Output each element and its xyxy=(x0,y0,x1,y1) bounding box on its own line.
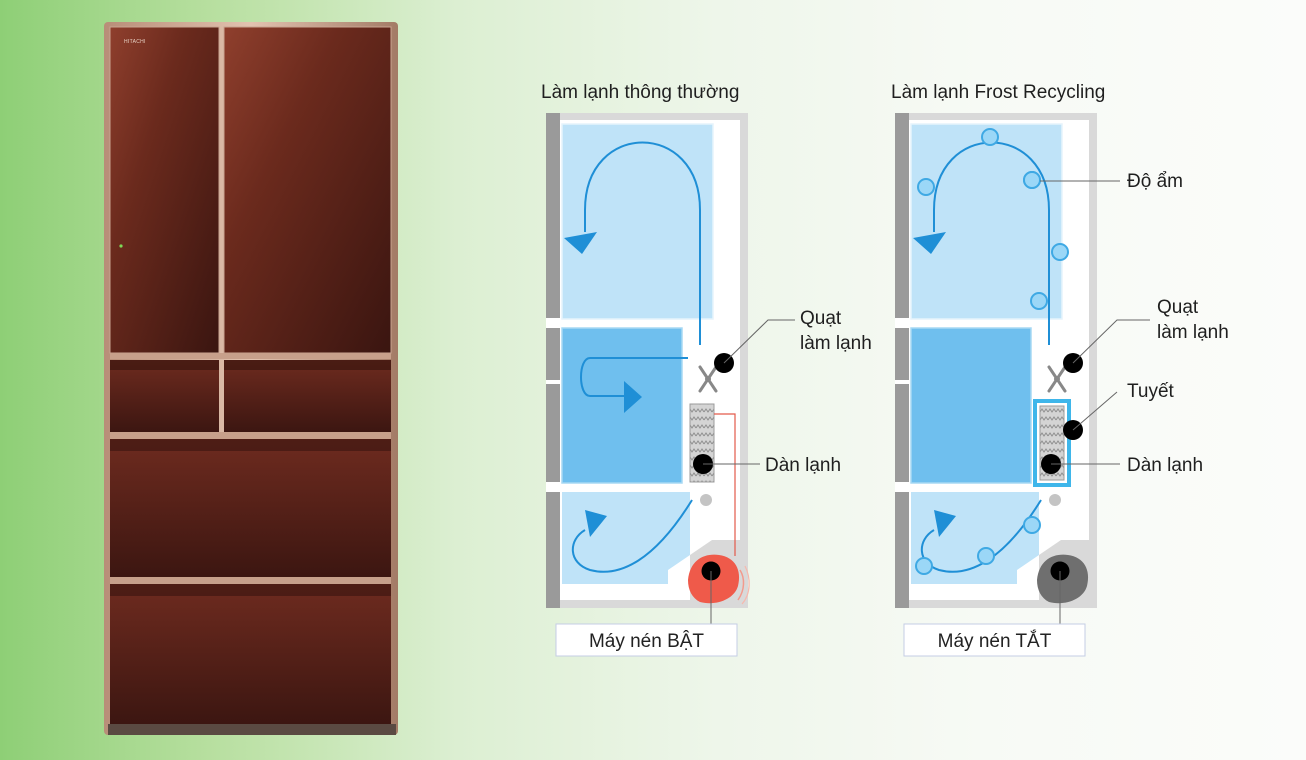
drain-dot xyxy=(1049,494,1061,506)
refrigerator-photo: HITACHI xyxy=(104,22,398,735)
moisture-droplet-icon xyxy=(1051,243,1069,261)
fridge-brand-logo: HITACHI xyxy=(124,39,146,45)
compressor-on-label: Máy nén BẬT xyxy=(589,630,704,652)
snow-label: Tuyết xyxy=(1127,381,1175,402)
right-small-drawer xyxy=(224,360,391,432)
left-door xyxy=(110,27,219,353)
middle-drawer xyxy=(110,439,391,577)
moisture-label: Độ ẩm xyxy=(1127,171,1183,192)
normal-fan-label-line1: Quạt xyxy=(800,308,842,329)
vegetable-airflow-arrow xyxy=(571,499,693,573)
refrigerant-pipe xyxy=(714,413,736,556)
drain-dot xyxy=(700,494,712,506)
moisture-droplet-icon xyxy=(1030,292,1048,310)
frost-evaporator-label: Dàn lạnh xyxy=(1127,455,1203,476)
right-door xyxy=(224,27,391,353)
vegetable-airflow-arrow xyxy=(920,499,1042,573)
frost-fan-label-line1: Quạt xyxy=(1157,297,1199,318)
bottom-drawer xyxy=(110,584,391,724)
cooling-fan-icon xyxy=(1047,365,1067,393)
frost-recycling-diagram: Làm lạnh Frost Recycling xyxy=(891,82,1229,657)
compressor-on-box xyxy=(555,623,738,657)
normal-fan-label-line2: làm lạnh xyxy=(800,333,872,354)
fridge-airflow-arrow xyxy=(584,141,701,345)
fridge-compartment xyxy=(562,124,713,319)
moisture-droplet-icon xyxy=(1023,516,1041,534)
cooling-fan-icon xyxy=(698,365,718,393)
freezer-airflow-arrow xyxy=(580,357,688,397)
moisture-marker-dot xyxy=(1023,171,1041,189)
freezer-compartment xyxy=(911,328,1031,483)
frost-fan-label-line2: làm lạnh xyxy=(1157,322,1229,343)
compressor-off-label: Máy nén TẮT xyxy=(938,630,1052,652)
left-small-drawer xyxy=(110,360,219,432)
normal-evaporator-label: Dàn lạnh xyxy=(765,455,841,476)
moisture-droplet-icon xyxy=(981,128,999,146)
frost-recycling-title: Làm lạnh Frost Recycling xyxy=(891,82,1105,103)
snow-frame xyxy=(1033,399,1071,487)
compressor-off-box xyxy=(903,623,1086,657)
normal-cooling-diagram: Làm lạnh thông thường xyxy=(541,82,872,657)
moisture-droplet-icon xyxy=(915,557,933,575)
moisture-droplet-icon xyxy=(917,178,935,196)
freezer-compartment xyxy=(562,328,682,483)
fridge-base xyxy=(108,724,396,735)
indicator-light xyxy=(119,244,123,248)
normal-cooling-title: Làm lạnh thông thường xyxy=(541,82,739,103)
moisture-droplet-icon xyxy=(977,547,995,565)
fridge-compartment xyxy=(911,124,1062,319)
